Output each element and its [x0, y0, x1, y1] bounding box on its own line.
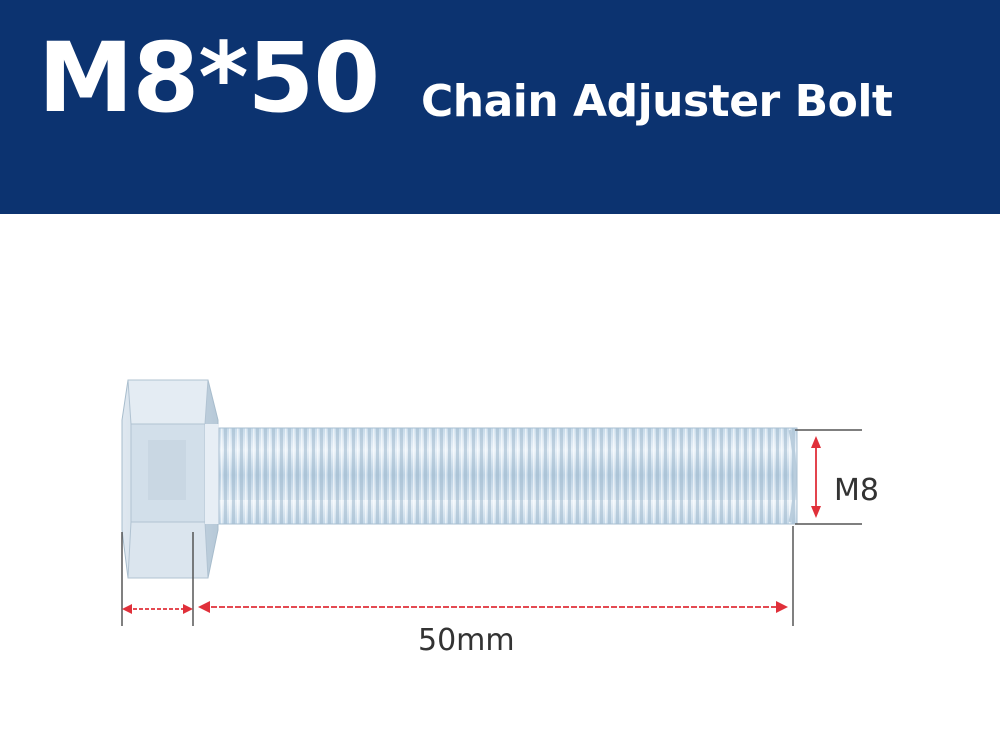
- bolt-head: [121, 379, 219, 579]
- dimension-extension-lines: [121, 429, 862, 626]
- length-dimension-arrow: [198, 601, 788, 613]
- thread-diameter-arrow: [811, 436, 821, 518]
- bolt-size-title: M8*50: [38, 22, 380, 134]
- thread-size-label: M8: [834, 473, 879, 508]
- title-banner: M8*50 Chain Adjuster Bolt: [0, 0, 1000, 214]
- length-label: 50mm: [418, 623, 515, 658]
- product-name: Chain Adjuster Bolt: [421, 76, 893, 127]
- bolt-shank: [218, 427, 798, 525]
- head-width-arrow: [122, 604, 193, 614]
